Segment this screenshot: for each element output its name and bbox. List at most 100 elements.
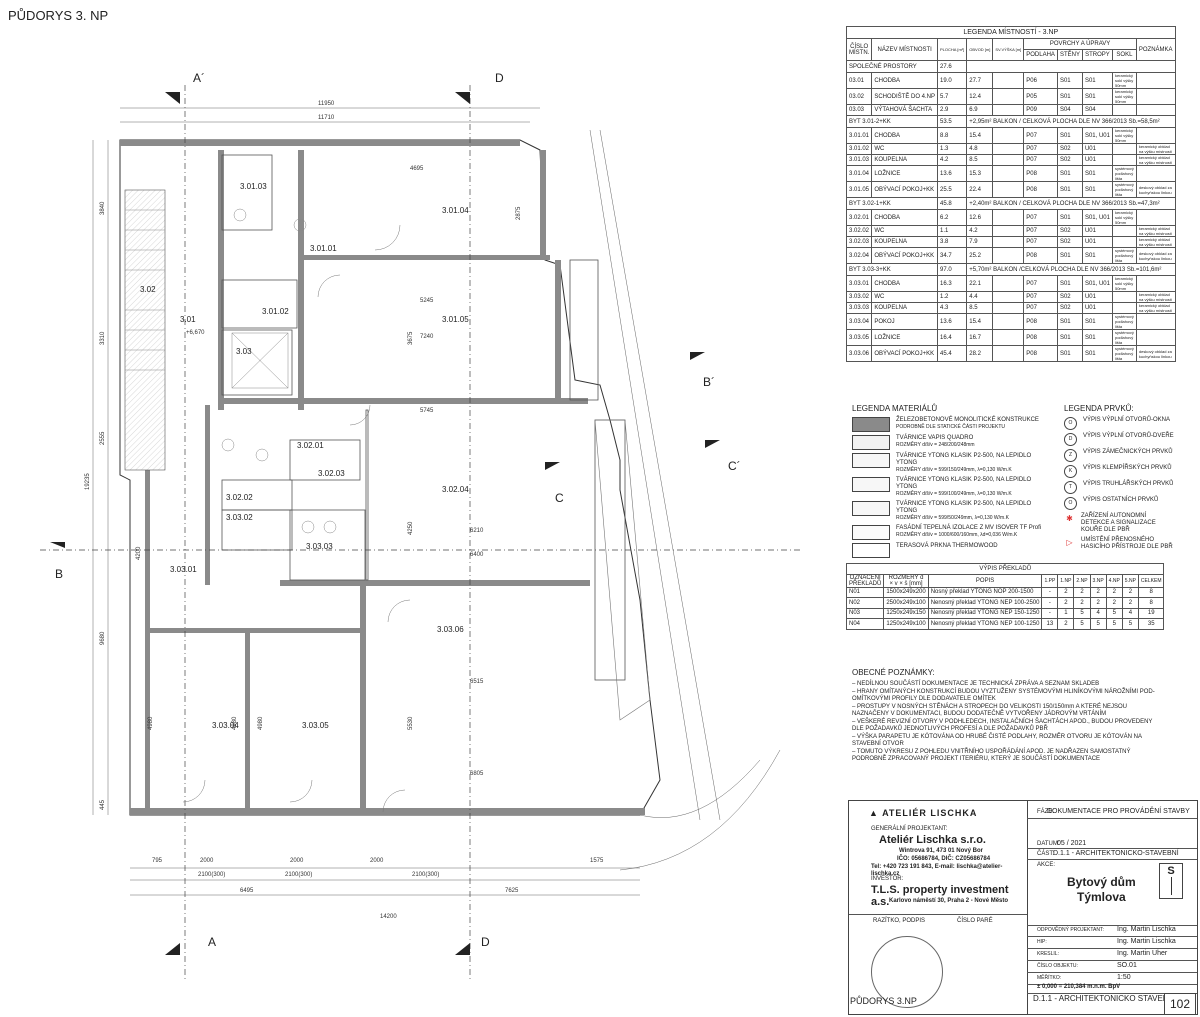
room-cell: [1135, 127, 1176, 144]
cast-value: D.1.1 - ARCHITEKTONICKO-STAVEBNÍ: [1053, 850, 1179, 857]
room-cell: 1.2: [937, 291, 968, 303]
room-cell: S01: [1081, 72, 1113, 89]
room-cell: S01: [1056, 165, 1083, 182]
room-cell: 4.3: [937, 302, 968, 314]
datum-value: 05 / 2021: [1057, 840, 1087, 847]
lintel-cell: 5: [1089, 618, 1107, 630]
room-cell: CHODBA: [871, 275, 939, 292]
room-cell: keramický obklad na výšku místnosti: [1135, 291, 1176, 303]
room-label: 3.02.01: [297, 441, 324, 450]
dimension: 2000: [290, 858, 304, 864]
room-cell: 53.5: [937, 115, 968, 128]
room-cell: [992, 181, 1025, 198]
room-cell: P06: [1023, 72, 1058, 89]
col-header: STROPY: [1081, 49, 1113, 61]
lintel-cell: 2: [1121, 586, 1139, 598]
lintel-cell: 1250x249x150: [883, 607, 929, 619]
drawing-number: 102: [1164, 993, 1196, 1015]
dimension: 3675: [408, 331, 414, 345]
room-cell: CHODBA: [871, 209, 939, 226]
room-cell: 27.6: [937, 60, 968, 73]
title-block-field: HIP:Ing. Martin Lischka: [1027, 937, 1197, 949]
room-cell: [1111, 143, 1137, 155]
material-legend-item: FASÁDNÍ TEPELNÁ IZOLACE Z MV ISOVER TF P…: [852, 525, 1052, 540]
dimension: 11950: [318, 101, 335, 107]
material-legend-item: TVÁRNICE YTONG KLASIK P2-500, NA LEPIDLO…: [852, 501, 1052, 522]
col-header: PODLAHA: [1023, 49, 1058, 61]
section-label: C: [555, 491, 564, 505]
dimension: 3310: [100, 331, 106, 345]
lintel-cell: N03: [845, 607, 885, 619]
room-cell: WC: [871, 291, 939, 303]
room-cell: [1135, 72, 1176, 89]
logo-icon: ▲: [869, 808, 879, 818]
room-cell: SCHODIŠTĚ DO 4.NP: [871, 88, 939, 105]
element-legend-item: ▷UMÍSTĚNÍ PŘENOSNÉHO HASICÍHO PŘÍSTROJE …: [1064, 537, 1174, 551]
room-cell: S04: [1056, 104, 1083, 116]
room-cell: [1111, 302, 1137, 314]
room-cell: 4.4: [966, 291, 994, 303]
lintel-cell: Nenosný překlad YTONG NEP 100-1250: [927, 618, 1043, 630]
lintel-cell: 5: [1073, 607, 1091, 619]
dimension: +6,670: [186, 330, 205, 336]
room-cell: P08: [1023, 247, 1058, 264]
room-cell: [1135, 313, 1176, 330]
room-cell: LOŽNICE: [871, 165, 939, 182]
col-header: CELKEM: [1137, 573, 1165, 588]
room-cell: 25.2: [966, 247, 994, 264]
dimension: 19235: [85, 473, 91, 490]
investor-address: Karlovo náměstí 30, Praha 2 - Nové Město: [889, 898, 1009, 904]
room-label: 3.03.01: [170, 565, 197, 574]
material-swatch: [852, 543, 890, 558]
section-label: C´: [728, 459, 741, 473]
room-cell: [992, 313, 1025, 330]
lintel-cell: -: [1041, 607, 1059, 619]
note-item: – NEDÍLNOU SOUČÁSTÍ DOKUMENTACE JE TECHN…: [852, 681, 1100, 687]
room-label: 3.02.04: [442, 485, 469, 494]
lintel-cell: Nenosný překlad YTONG NEP 150-1250: [927, 607, 1043, 619]
dimension: 9680: [100, 631, 106, 645]
room-cell: keramický sokl výšky 50mm: [1111, 275, 1137, 292]
section-label: B: [55, 567, 63, 581]
room-cell: keramický sokl výšky 50mm: [1111, 127, 1137, 144]
lintel-cell: 8: [1137, 586, 1165, 598]
lintel-cell: 2: [1057, 618, 1075, 630]
room-cell: 7.9: [966, 236, 994, 248]
lintel-cell: 5: [1105, 607, 1123, 619]
room-label: 3.01.02: [262, 307, 289, 316]
room-label: 3.01.04: [442, 206, 469, 215]
room-cell: keramický obklad na výšku místnosti: [1135, 154, 1176, 166]
room-cell: S01: [1081, 329, 1113, 346]
col-header: 4.NP: [1105, 573, 1123, 588]
lintel-cell: 2: [1073, 597, 1091, 609]
room-cell: 3.01.05: [845, 181, 873, 198]
element-legend-item: ✱ZAŘÍZENÍ AUTONOMNÍ DETEKCE A SIGNALIZAC…: [1064, 513, 1174, 534]
dimension: 1575: [590, 858, 604, 864]
room-cell: systémový podlahový lišta: [1111, 345, 1137, 362]
room-cell: 3.01.01: [845, 127, 873, 144]
lintel-cell: 2500x249x100: [883, 597, 929, 609]
element-legend-text: VÝPIS KLEMPÍŘSKÝCH PRVKŮ: [1083, 465, 1172, 471]
room-cell: P08: [1023, 345, 1058, 362]
project-name-line2: Týmlova: [1077, 890, 1126, 904]
room-cell: [1111, 291, 1137, 303]
col-header: SOKL: [1111, 49, 1137, 61]
room-cell: S01: [1056, 313, 1083, 330]
investor-name: T.L.S. property investment a.s.: [871, 884, 1009, 908]
note-item: – PROSTUPY V NOSNÝCH STĚNÁCH A STROPECH …: [852, 703, 1127, 718]
lintel-cell: 1: [1057, 607, 1075, 619]
room-cell: S02: [1056, 143, 1083, 155]
room-cell: 28.2: [966, 345, 994, 362]
lintel-cell: -: [1041, 597, 1059, 609]
dimension: 6805: [470, 771, 484, 777]
room-cell: [992, 225, 1025, 237]
gp-label: GENERÁLNÍ PROJEKTANT:: [871, 826, 948, 832]
lintel-cell: 4: [1089, 607, 1107, 619]
